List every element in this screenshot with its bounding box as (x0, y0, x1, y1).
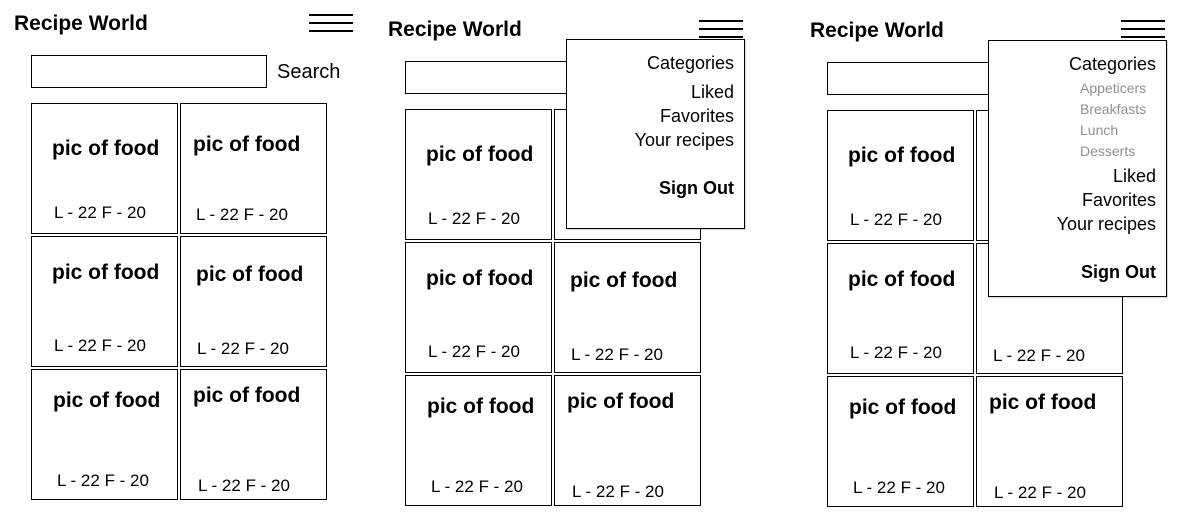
hamburger-menu-icon[interactable] (1121, 20, 1165, 40)
recipe-card[interactable]: pic of food L - 22 F - 20 (827, 110, 974, 241)
likes-favorites-count: L - 22 F - 20 (850, 343, 942, 362)
recipe-card[interactable]: pic of food L - 22 F - 20 (405, 242, 552, 373)
recipe-card[interactable]: pic of food L - 22 F - 20 (180, 369, 327, 500)
food-image-placeholder: pic of food (989, 391, 1097, 414)
food-image-placeholder: pic of food (848, 268, 956, 291)
app-title: Recipe World (388, 18, 522, 41)
likes-favorites-count: L - 22 F - 20 (197, 339, 289, 358)
food-image-placeholder: pic of food (196, 263, 304, 286)
menu-item-favorites[interactable]: Favorites (659, 106, 734, 126)
recipe-card[interactable]: pic of food L - 22 F - 20 (827, 376, 974, 507)
likes-favorites-count: L - 22 F - 20 (428, 342, 520, 361)
screen-menu-open: Recipe World pic of food L - 22 F - 20 p… (370, 0, 790, 518)
screen-home: Recipe World Search pic of food L - 22 F… (0, 0, 370, 518)
likes-favorites-count: L - 22 F - 20 (54, 203, 146, 222)
dropdown-menu: Categories Appeticers Breakfasts Lunch D… (988, 40, 1167, 297)
food-image-placeholder: pic of food (52, 261, 160, 284)
likes-favorites-count: L - 22 F - 20 (428, 209, 520, 228)
food-image-placeholder: pic of food (567, 390, 675, 413)
likes-favorites-count: L - 22 F - 20 (993, 346, 1085, 365)
category-item[interactable]: Breakfasts (1080, 101, 1147, 117)
recipe-card[interactable]: pic of food L - 22 F - 20 (31, 236, 178, 367)
likes-favorites-count: L - 22 F - 20 (571, 345, 663, 364)
menu-item-categories[interactable]: Categories (1068, 54, 1156, 74)
category-item[interactable]: Desserts (1080, 143, 1136, 159)
likes-favorites-count: L - 22 F - 20 (431, 477, 523, 496)
food-image-placeholder: pic of food (53, 389, 161, 412)
menu-item-liked[interactable]: Liked (690, 82, 734, 102)
recipe-card[interactable]: pic of food L - 22 F - 20 (180, 103, 327, 234)
search-button[interactable]: Search (277, 61, 341, 83)
dropdown-menu: Categories Liked Favorites Your recipes … (566, 39, 745, 229)
recipe-card[interactable]: pic of food L - 22 F - 20 (554, 375, 701, 506)
likes-favorites-count: L - 22 F - 20 (198, 476, 290, 495)
food-image-placeholder: pic of food (426, 143, 534, 166)
recipe-card[interactable]: pic of food L - 22 F - 20 (31, 103, 178, 234)
food-image-placeholder: pic of food (849, 396, 957, 419)
food-image-placeholder: pic of food (848, 144, 956, 167)
hamburger-menu-icon[interactable] (309, 14, 353, 34)
likes-favorites-count: L - 22 F - 20 (850, 210, 942, 229)
food-image-placeholder: pic of food (193, 133, 301, 156)
recipe-card[interactable]: pic of food L - 22 F - 20 (180, 236, 327, 367)
app-title: Recipe World (14, 12, 148, 35)
search-input[interactable] (31, 55, 267, 88)
recipe-card[interactable]: pic of food L - 22 F - 20 (976, 376, 1123, 507)
likes-favorites-count: L - 22 F - 20 (853, 478, 945, 497)
likes-favorites-count: L - 22 F - 20 (196, 205, 288, 224)
food-image-placeholder: pic of food (427, 395, 535, 418)
food-image-placeholder: pic of food (570, 269, 678, 292)
recipe-card[interactable]: pic of food L - 22 F - 20 (554, 242, 701, 373)
food-image-placeholder: pic of food (193, 384, 301, 407)
menu-item-favorites[interactable]: Favorites (1081, 190, 1156, 210)
menu-item-categories[interactable]: Categories (646, 53, 734, 73)
screen-categories-expanded: Recipe World pic of food L - 22 F - 20 p… (790, 0, 1191, 518)
food-image-placeholder: pic of food (426, 267, 534, 290)
hamburger-menu-icon[interactable] (699, 20, 743, 40)
category-item[interactable]: Lunch (1080, 122, 1119, 138)
recipe-card[interactable]: pic of food L - 22 F - 20 (827, 243, 974, 374)
likes-favorites-count: L - 22 F - 20 (57, 471, 149, 490)
likes-favorites-count: L - 22 F - 20 (54, 336, 146, 355)
food-image-placeholder: pic of food (52, 137, 160, 160)
category-item[interactable]: Appeticers (1080, 80, 1147, 96)
app-title: Recipe World (810, 19, 944, 42)
recipe-card[interactable]: pic of food L - 22 F - 20 (405, 375, 552, 506)
sign-out-button[interactable]: Sign Out (659, 178, 734, 198)
likes-favorites-count: L - 22 F - 20 (994, 483, 1086, 502)
recipe-card[interactable]: pic of food L - 22 F - 20 (31, 369, 178, 500)
recipe-card[interactable]: pic of food L - 22 F - 20 (405, 109, 552, 240)
menu-item-liked[interactable]: Liked (1112, 166, 1156, 186)
sign-out-button[interactable]: Sign Out (1081, 262, 1156, 282)
menu-item-your-recipes[interactable]: Your recipes (634, 130, 734, 150)
menu-item-your-recipes[interactable]: Your recipes (1056, 214, 1156, 234)
likes-favorites-count: L - 22 F - 20 (572, 482, 664, 501)
